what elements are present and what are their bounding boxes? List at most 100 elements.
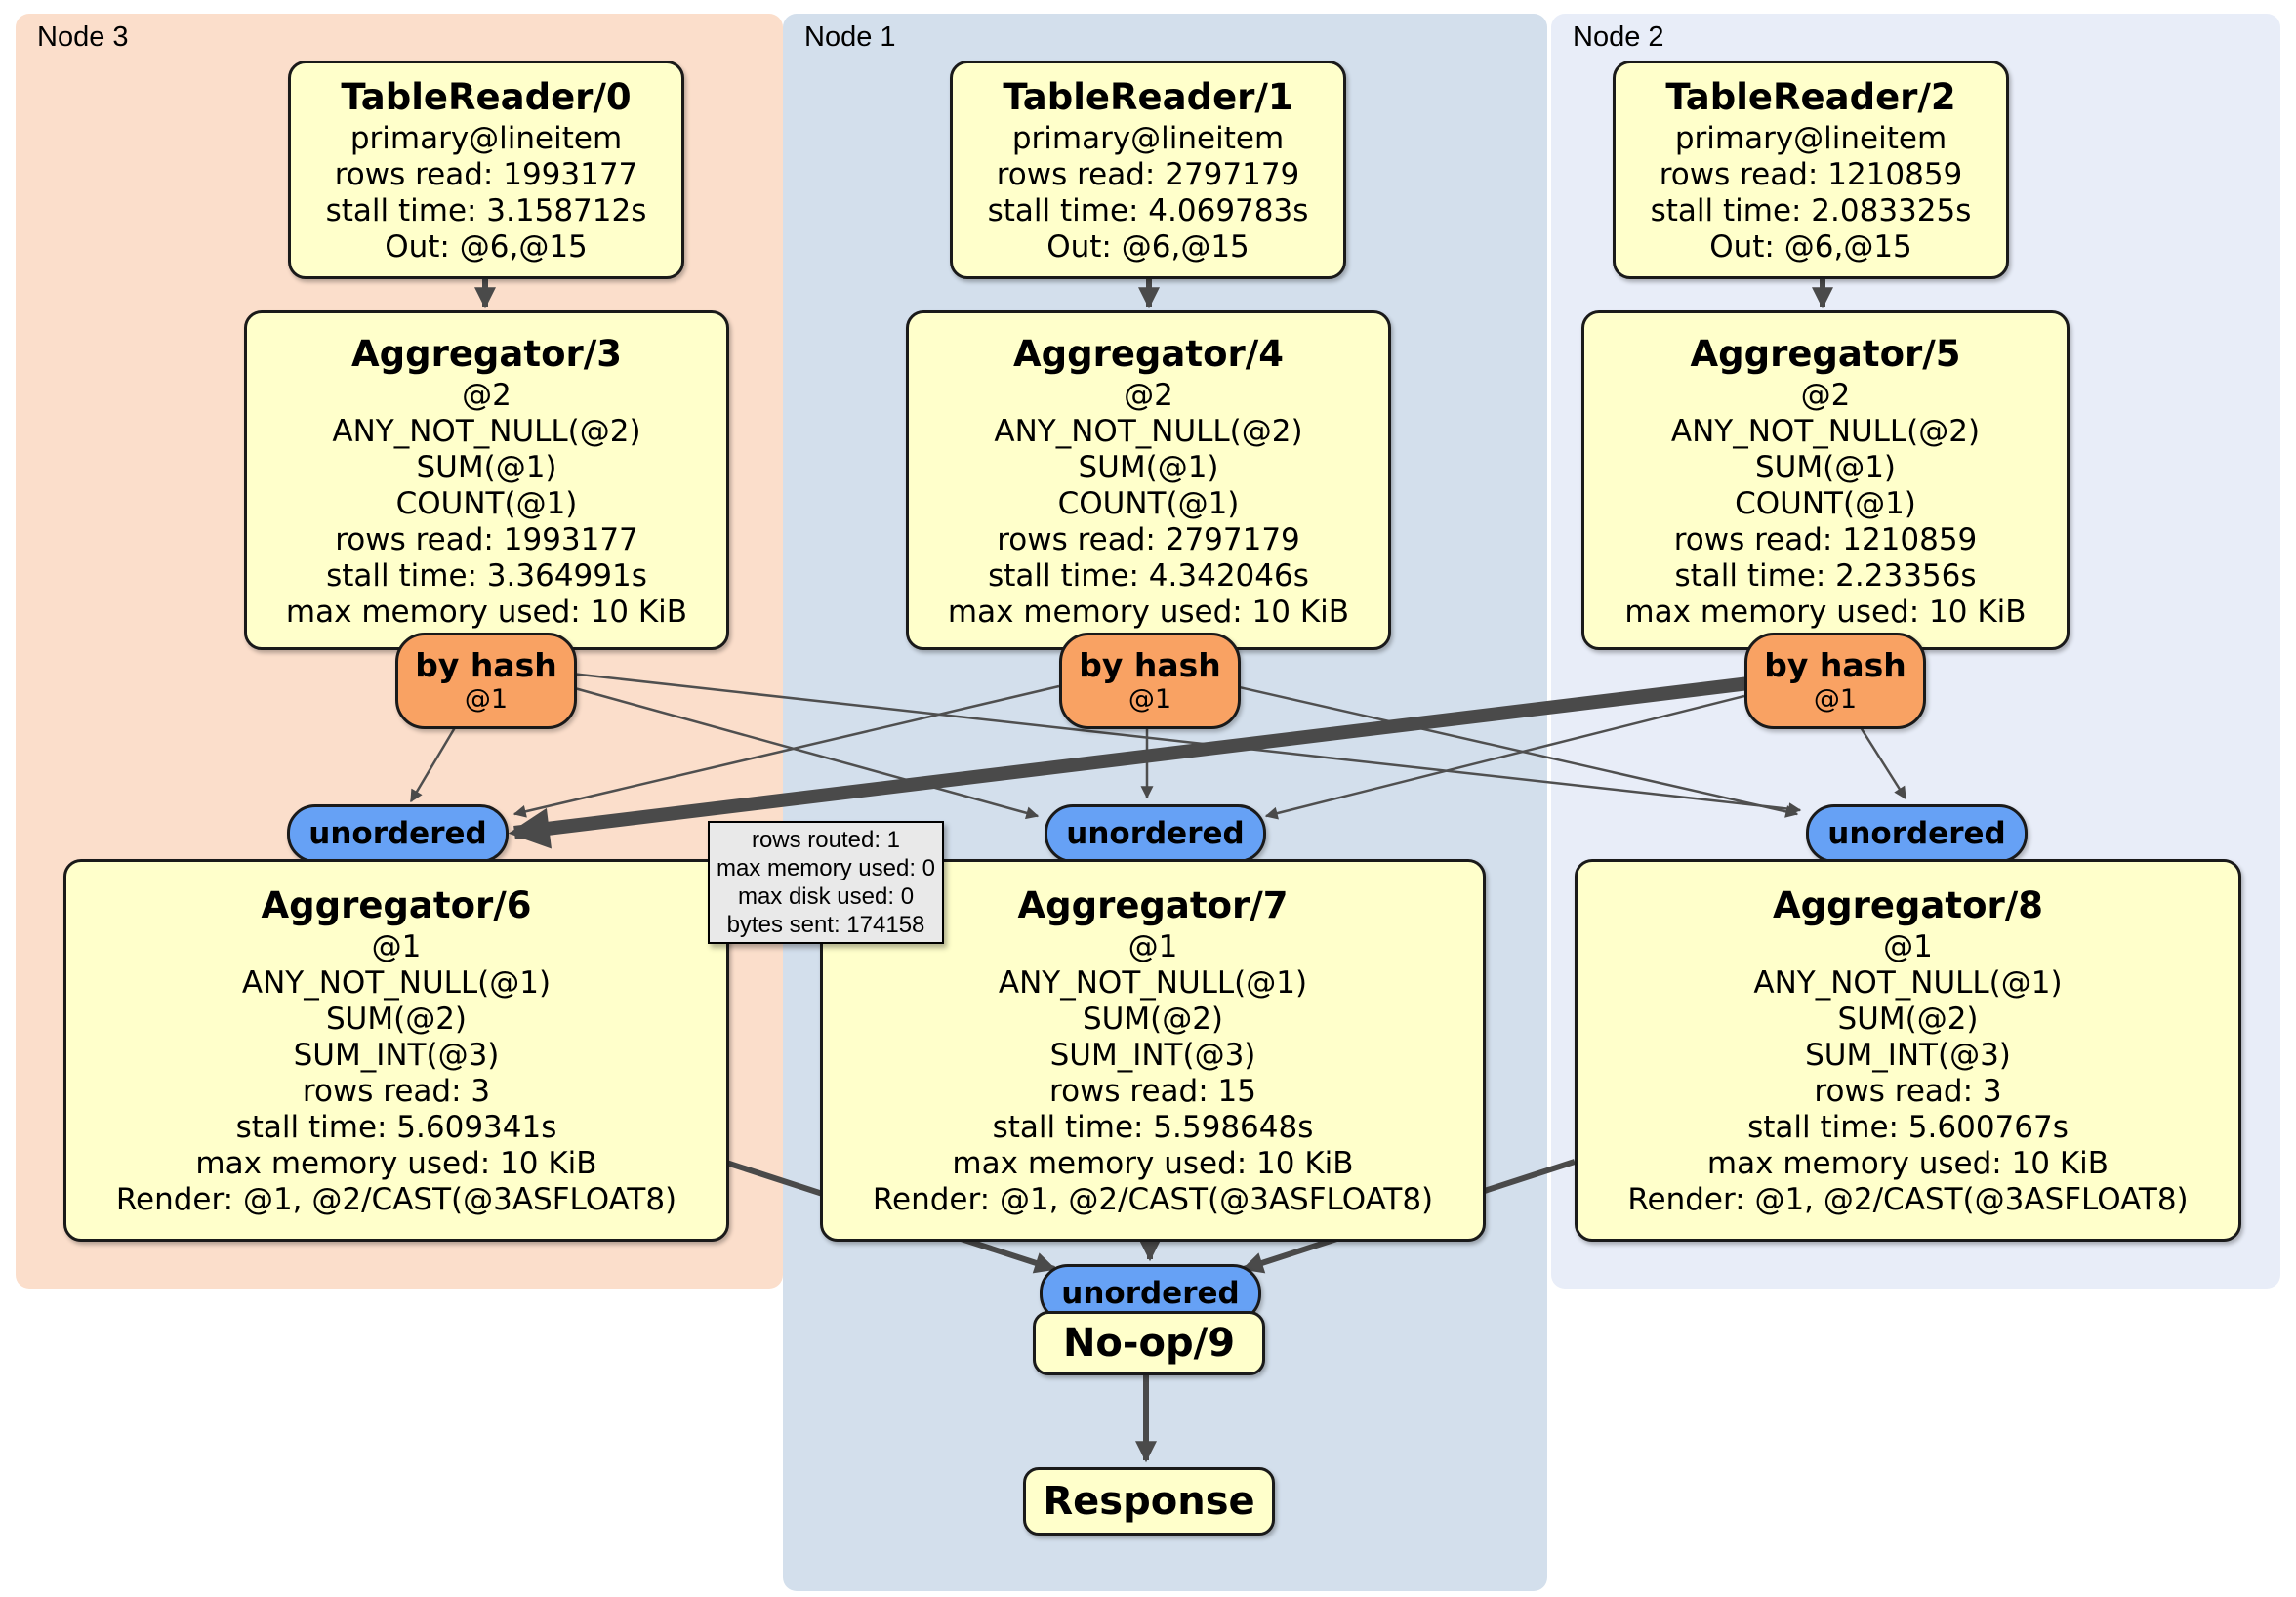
- stat-line: @1: [371, 929, 422, 964]
- processor-tablereader-0[interactable]: TableReader/0 primary@lineitem rows read…: [288, 61, 684, 279]
- edge-hash1-sync2: [1234, 684, 1799, 818]
- stat-line: SUM(@2): [1837, 1002, 1979, 1037]
- stat-line: primary@lineitem: [1011, 121, 1285, 156]
- processor-title: TableReader/0: [341, 76, 632, 118]
- router-columns: @1: [464, 683, 509, 715]
- edge-hash0-sync2: [570, 672, 1802, 816]
- stat-line: ANY_NOT_NULL(@1): [998, 965, 1308, 1001]
- processor-title: TableReader/2: [1665, 76, 1956, 118]
- stat-line: COUNT(@1): [1735, 485, 1916, 521]
- stat-line: @1: [1128, 929, 1178, 964]
- stat-line: stall time: 3.158712s: [325, 193, 647, 228]
- region-label-node-1: Node 1: [804, 21, 896, 53]
- stat-line: max memory used: 10 KiB: [952, 1146, 1354, 1181]
- stat-line: Render: @1, @2/CAST(@3ASFLOAT8): [115, 1182, 677, 1217]
- processor-aggregator-4[interactable]: Aggregator/4 @2 ANY_NOT_NULL(@2) SUM(@1)…: [906, 310, 1391, 650]
- stat-line: max memory used: 10 KiB: [195, 1146, 597, 1181]
- processor-aggregator-3[interactable]: Aggregator/3 @2 ANY_NOT_NULL(@2) SUM(@1)…: [244, 310, 729, 650]
- stat-line: rows read: 3: [1814, 1074, 2002, 1109]
- stat-line: rows read: 15: [1049, 1074, 1256, 1109]
- stat-line: SUM(@2): [1082, 1002, 1224, 1037]
- sync-label: unordered: [308, 816, 487, 851]
- processor-title: Aggregator/3: [350, 332, 622, 375]
- stat-line: SUM(@1): [1078, 449, 1219, 485]
- processor-aggregator-6[interactable]: Aggregator/6 @1 ANY_NOT_NULL(@1) SUM(@2)…: [63, 859, 729, 1242]
- stat-line: SUM(@2): [325, 1002, 468, 1037]
- edge-hash0-sync1: [570, 685, 1040, 820]
- stat-line: ANY_NOT_NULL(@2): [1670, 413, 1981, 449]
- processor-title: Aggregator/4: [1012, 332, 1284, 375]
- stat-line: stall time: 5.609341s: [235, 1110, 557, 1145]
- edge-hash0-sync0: [409, 723, 459, 803]
- stat-line: Render: @1, @2/CAST(@3ASFLOAT8): [1627, 1182, 2189, 1217]
- stat-line: ANY_NOT_NULL(@1): [241, 965, 552, 1001]
- stat-line: rows read: 2797179: [996, 157, 1300, 192]
- router-label: by hash: [1764, 645, 1906, 684]
- stat-line: SUM_INT(@3): [1049, 1038, 1256, 1073]
- processor-title: Response: [1043, 1479, 1255, 1524]
- stat-line: ANY_NOT_NULL(@2): [332, 413, 641, 449]
- stat-line: primary@lineitem: [349, 121, 623, 156]
- sync-unordered-0[interactable]: unordered: [287, 804, 509, 863]
- stat-line: stall time: 5.598648s: [992, 1110, 1314, 1145]
- stat-line: rows read: 1993177: [334, 157, 638, 192]
- sync-label: unordered: [1827, 816, 2006, 851]
- stat-line: stall time: 5.600767s: [1747, 1110, 2069, 1145]
- stat-line: stall time: 4.069783s: [987, 193, 1309, 228]
- stat-line: stall time: 3.364991s: [326, 557, 647, 594]
- stat-line: Out: @6,@15: [1046, 229, 1250, 265]
- processor-title: Aggregator/5: [1690, 332, 1961, 375]
- edge-hash2-sync2: [1857, 723, 1907, 800]
- stat-line: COUNT(@1): [395, 485, 578, 521]
- processor-tablereader-2[interactable]: TableReader/2 primary@lineitem rows read…: [1613, 61, 2009, 279]
- sync-unordered-2[interactable]: unordered: [1806, 804, 2028, 863]
- router-columns: @1: [1128, 683, 1172, 715]
- processor-response[interactable]: Response: [1023, 1467, 1275, 1536]
- router-by-hash-1[interactable]: by hash @1: [1059, 633, 1241, 729]
- router-by-hash-2[interactable]: by hash @1: [1744, 633, 1926, 729]
- tooltip-line: bytes sent: 174158: [726, 912, 925, 938]
- tooltip-line: rows routed: 1: [751, 827, 901, 853]
- stat-line: @2: [1124, 377, 1173, 413]
- stat-line: rows read: 2797179: [997, 521, 1300, 557]
- stat-line: ANY_NOT_NULL(@2): [994, 413, 1303, 449]
- stat-line: Render: @1, @2/CAST(@3ASFLOAT8): [872, 1182, 1434, 1217]
- stat-line: max memory used: 10 KiB: [1624, 594, 2027, 630]
- stat-line: rows read: 1210859: [1673, 521, 1978, 557]
- stat-line: SUM(@1): [1754, 449, 1897, 485]
- stat-line: max memory used: 10 KiB: [1706, 1146, 2110, 1181]
- region-label-node-3: Node 3: [37, 21, 129, 53]
- stat-line: @1: [1883, 929, 1933, 964]
- processor-tablereader-1[interactable]: TableReader/1 primary@lineitem rows read…: [950, 61, 1346, 279]
- stat-line: rows read: 3: [302, 1074, 491, 1109]
- processor-noop-9[interactable]: No-op/9: [1033, 1311, 1265, 1375]
- router-by-hash-0[interactable]: by hash @1: [395, 633, 577, 729]
- stat-line: COUNT(@1): [1057, 485, 1240, 521]
- region-label-node-2: Node 2: [1573, 21, 1664, 53]
- processor-aggregator-5[interactable]: Aggregator/5 @2 ANY_NOT_NULL(@2) SUM(@1)…: [1581, 310, 2070, 650]
- processor-aggregator-8[interactable]: Aggregator/8 @1 ANY_NOT_NULL(@1) SUM(@2)…: [1575, 859, 2241, 1242]
- sync-unordered-1[interactable]: unordered: [1045, 804, 1266, 863]
- processor-title: Aggregator/8: [1772, 884, 2043, 926]
- stat-line: max memory used: 10 KiB: [947, 594, 1350, 630]
- stat-line: Out: @6,@15: [1709, 229, 1912, 265]
- processor-title: Aggregator/7: [1017, 884, 1289, 926]
- edge-hash1-sync0: [512, 684, 1060, 818]
- processor-title: No-op/9: [1062, 1321, 1236, 1366]
- stat-line: @2: [1800, 377, 1851, 413]
- stat-line: rows read: 1993177: [335, 521, 638, 557]
- router-label: by hash: [415, 645, 557, 684]
- stat-line: @2: [462, 377, 512, 413]
- stat-line: primary@lineitem: [1674, 121, 1948, 156]
- processor-aggregator-7[interactable]: Aggregator/7 @1 ANY_NOT_NULL(@1) SUM(@2)…: [820, 859, 1486, 1242]
- stream-stats-tooltip: rows routed: 1 max memory used: 0 max di…: [708, 821, 944, 944]
- stat-line: stall time: 2.083325s: [1650, 193, 1972, 228]
- stat-line: SUM(@1): [416, 449, 557, 485]
- router-label: by hash: [1079, 645, 1221, 684]
- stat-line: rows read: 1210859: [1659, 157, 1963, 192]
- sync-label: unordered: [1061, 1276, 1240, 1311]
- stat-line: Out: @6,@15: [385, 229, 588, 265]
- sync-label: unordered: [1066, 816, 1245, 851]
- router-columns: @1: [1813, 683, 1858, 715]
